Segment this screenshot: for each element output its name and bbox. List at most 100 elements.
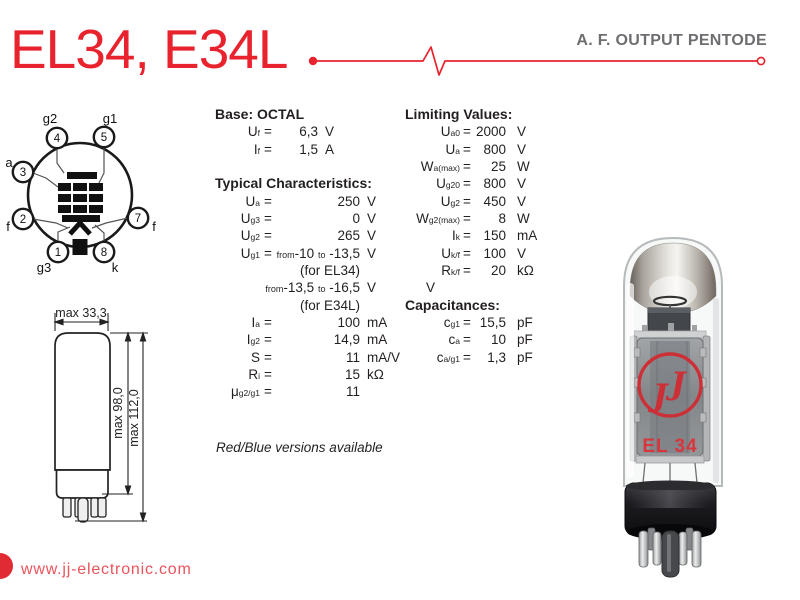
pin-3: 3 <box>11 160 35 184</box>
tube-photo: J J EL 34 <box>623 236 723 578</box>
spec-value: 11 <box>345 349 360 365</box>
equals-sign: = <box>264 210 272 226</box>
svg-text:8: 8 <box>101 247 107 259</box>
spec-row: Ua = 800 V <box>405 141 565 158</box>
spec-unit: pF <box>517 314 533 330</box>
spec-value: 100 <box>483 245 506 261</box>
spec-value: 800 <box>483 176 506 192</box>
equals-sign: = <box>463 314 471 330</box>
spec-value: 0 <box>352 210 360 226</box>
spec-row: Wg2(max) = 8 W <box>405 210 565 227</box>
svg-text:7: 7 <box>135 213 141 225</box>
svg-text:g3: g3 <box>37 260 51 275</box>
spec-unit: V <box>367 210 377 226</box>
spec-unit: V <box>367 228 377 244</box>
equals-sign: = <box>264 314 272 330</box>
spec-row: Ri = 15 kΩ <box>215 366 445 383</box>
equals-sign: = <box>463 245 471 261</box>
equals-sign: = <box>463 262 471 278</box>
width-dimension-label: max 33,3 <box>55 306 106 320</box>
spec-label: Ua <box>245 193 260 209</box>
pin-labels: g2 g1 a f f g3 k <box>5 111 156 275</box>
key-notch <box>72 239 88 255</box>
spec-unit: kΩ <box>517 262 534 278</box>
rule-end-circle <box>756 56 766 66</box>
svg-text:5: 5 <box>101 132 107 144</box>
spec-value: 10 <box>490 332 506 348</box>
equals-sign: = <box>463 176 471 192</box>
heater-chevron <box>68 219 92 236</box>
spec-value-range: from-10 to -13,5 <box>276 245 360 261</box>
spec-unit: kΩ <box>367 366 384 382</box>
svg-text:J: J <box>648 378 670 414</box>
spec-unit: mA <box>367 314 388 330</box>
spec-unit: V <box>367 193 377 209</box>
footer-url[interactable]: www.jj-electronic.com <box>21 561 192 578</box>
pin-1: 1 <box>46 240 70 264</box>
spec-row: Ug2 = 265 V <box>215 227 445 244</box>
spec-value: 1,5 <box>299 141 318 157</box>
total-height-label: max 112,0 <box>127 389 141 446</box>
rule-pulse-line <box>313 46 757 76</box>
spec-unit: V <box>517 141 527 157</box>
spec-value: 25 <box>490 158 506 174</box>
spec-label: Ik <box>451 228 460 244</box>
equals-sign: = <box>264 332 272 348</box>
spec-value-range: from-13,5 to -16,5 <box>265 280 360 296</box>
spec-label: Ia <box>251 314 261 330</box>
spec-label: Rk/f <box>441 262 460 278</box>
pin-7: 7 <box>126 206 150 230</box>
spec-row: Rk/f = 20 kΩ <box>405 262 565 279</box>
spec-row: Ia = 100 mA <box>215 314 445 331</box>
spec-value: 265 <box>337 228 360 244</box>
spec-unit: mA <box>517 228 538 244</box>
equals-sign: = <box>264 349 272 365</box>
spec-row: Ua = 250 V <box>215 193 445 210</box>
svg-text:k: k <box>112 260 119 275</box>
equals-sign: = <box>264 384 272 400</box>
spec-label: S <box>250 349 260 365</box>
spec-row-note: (for E34L) <box>215 297 445 314</box>
equals-sign: = <box>264 228 272 244</box>
pin-diagram: 4 5 3 2 7 1 8 g2 g1 a f f g3 k <box>5 111 156 275</box>
spec-row: Ua0 = 2000 V <box>405 123 565 140</box>
spec-value: 450 <box>483 193 506 209</box>
spec-value: 6,3 <box>299 124 318 140</box>
capacitances-heading: Capacitances: <box>405 296 500 313</box>
spec-label: Uf <box>247 124 260 140</box>
equals-sign: = <box>463 228 471 244</box>
pin-4: 4 <box>45 126 69 150</box>
equals-sign: = <box>463 193 471 209</box>
spec-row: Ug2 = 450 V <box>405 193 565 210</box>
spec-value: 20 <box>490 262 506 278</box>
page-title: EL34, E34L <box>10 18 288 80</box>
typical-heading: Typical Characteristics: <box>215 175 372 192</box>
pin-5: 5 <box>92 125 116 149</box>
spec-unit: W <box>517 158 530 174</box>
spec-label: Wa(max) <box>420 158 460 174</box>
spec-label: Ug20 <box>436 176 460 192</box>
tube-model-print: EL 34 <box>642 436 697 457</box>
spec-row-ug1-e34l: from-13,5 to -16,5 V <box>215 279 445 296</box>
svg-text:a: a <box>5 155 13 170</box>
spec-value: 15 <box>344 366 360 382</box>
spec-row: μg2/g1 = 11 <box>215 383 445 400</box>
spec-label: Ua0 <box>440 124 460 140</box>
spec-value: 14,9 <box>333 332 360 348</box>
equals-sign: = <box>463 158 471 174</box>
specs-right-column: Limiting Values: Ua0 = 2000 V Ua = 800 V… <box>405 106 565 366</box>
dimension-lines <box>53 313 148 523</box>
availability-note: Red/Blue versions available <box>216 440 383 455</box>
spec-row-ug1: Ug1 = from-10 to -13,5 V <box>215 245 445 262</box>
spec-unit: V <box>325 124 335 140</box>
spec-value: 150 <box>483 228 506 244</box>
spec-unit: pF <box>517 349 533 365</box>
spec-label: Ug2 <box>240 228 260 244</box>
spec-unit: mA/V <box>367 349 401 365</box>
internal-structure <box>629 323 711 484</box>
equals-sign: = <box>264 124 272 140</box>
spec-unit: W <box>517 210 530 226</box>
bulb-height-label: max 98,0 <box>111 387 125 438</box>
spec-value: 15,5 <box>479 314 506 330</box>
